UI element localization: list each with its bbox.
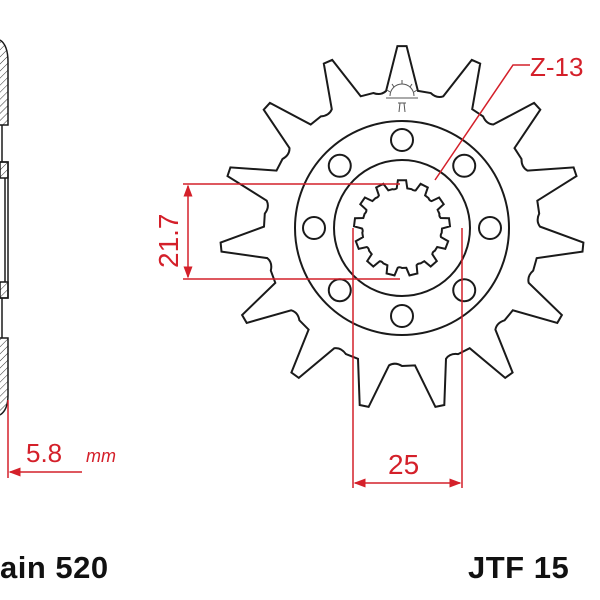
bolt-width-label: 25 <box>388 449 419 480</box>
bolt-hole <box>390 128 414 152</box>
bolt-hole <box>478 216 502 240</box>
dimension-lines <box>7 64 530 488</box>
bolt-holes <box>302 128 502 328</box>
bolt-hole <box>327 153 352 178</box>
hub-outer-ring <box>294 120 510 336</box>
thickness-value-label: 5.8 <box>26 438 62 468</box>
spline-diameter-label: 21.7 <box>153 214 184 269</box>
bolt-hole <box>452 153 477 178</box>
chain-size-label: ain 520 <box>0 550 109 585</box>
bolt-hole <box>302 216 326 240</box>
side-profile <box>0 39 9 416</box>
thickness-unit-label: mm <box>86 446 116 466</box>
teeth-count-label: Z-13 <box>530 52 583 82</box>
part-number-label: JTF 15 <box>468 550 570 585</box>
hub-inner-ring <box>333 159 471 297</box>
bolt-hole <box>452 278 477 303</box>
spline-bore <box>352 179 452 277</box>
jt-sun-logo-icon <box>386 80 418 113</box>
bolt-hole <box>390 304 414 328</box>
bolt-hole <box>327 278 352 303</box>
sprocket-outline <box>219 45 585 409</box>
